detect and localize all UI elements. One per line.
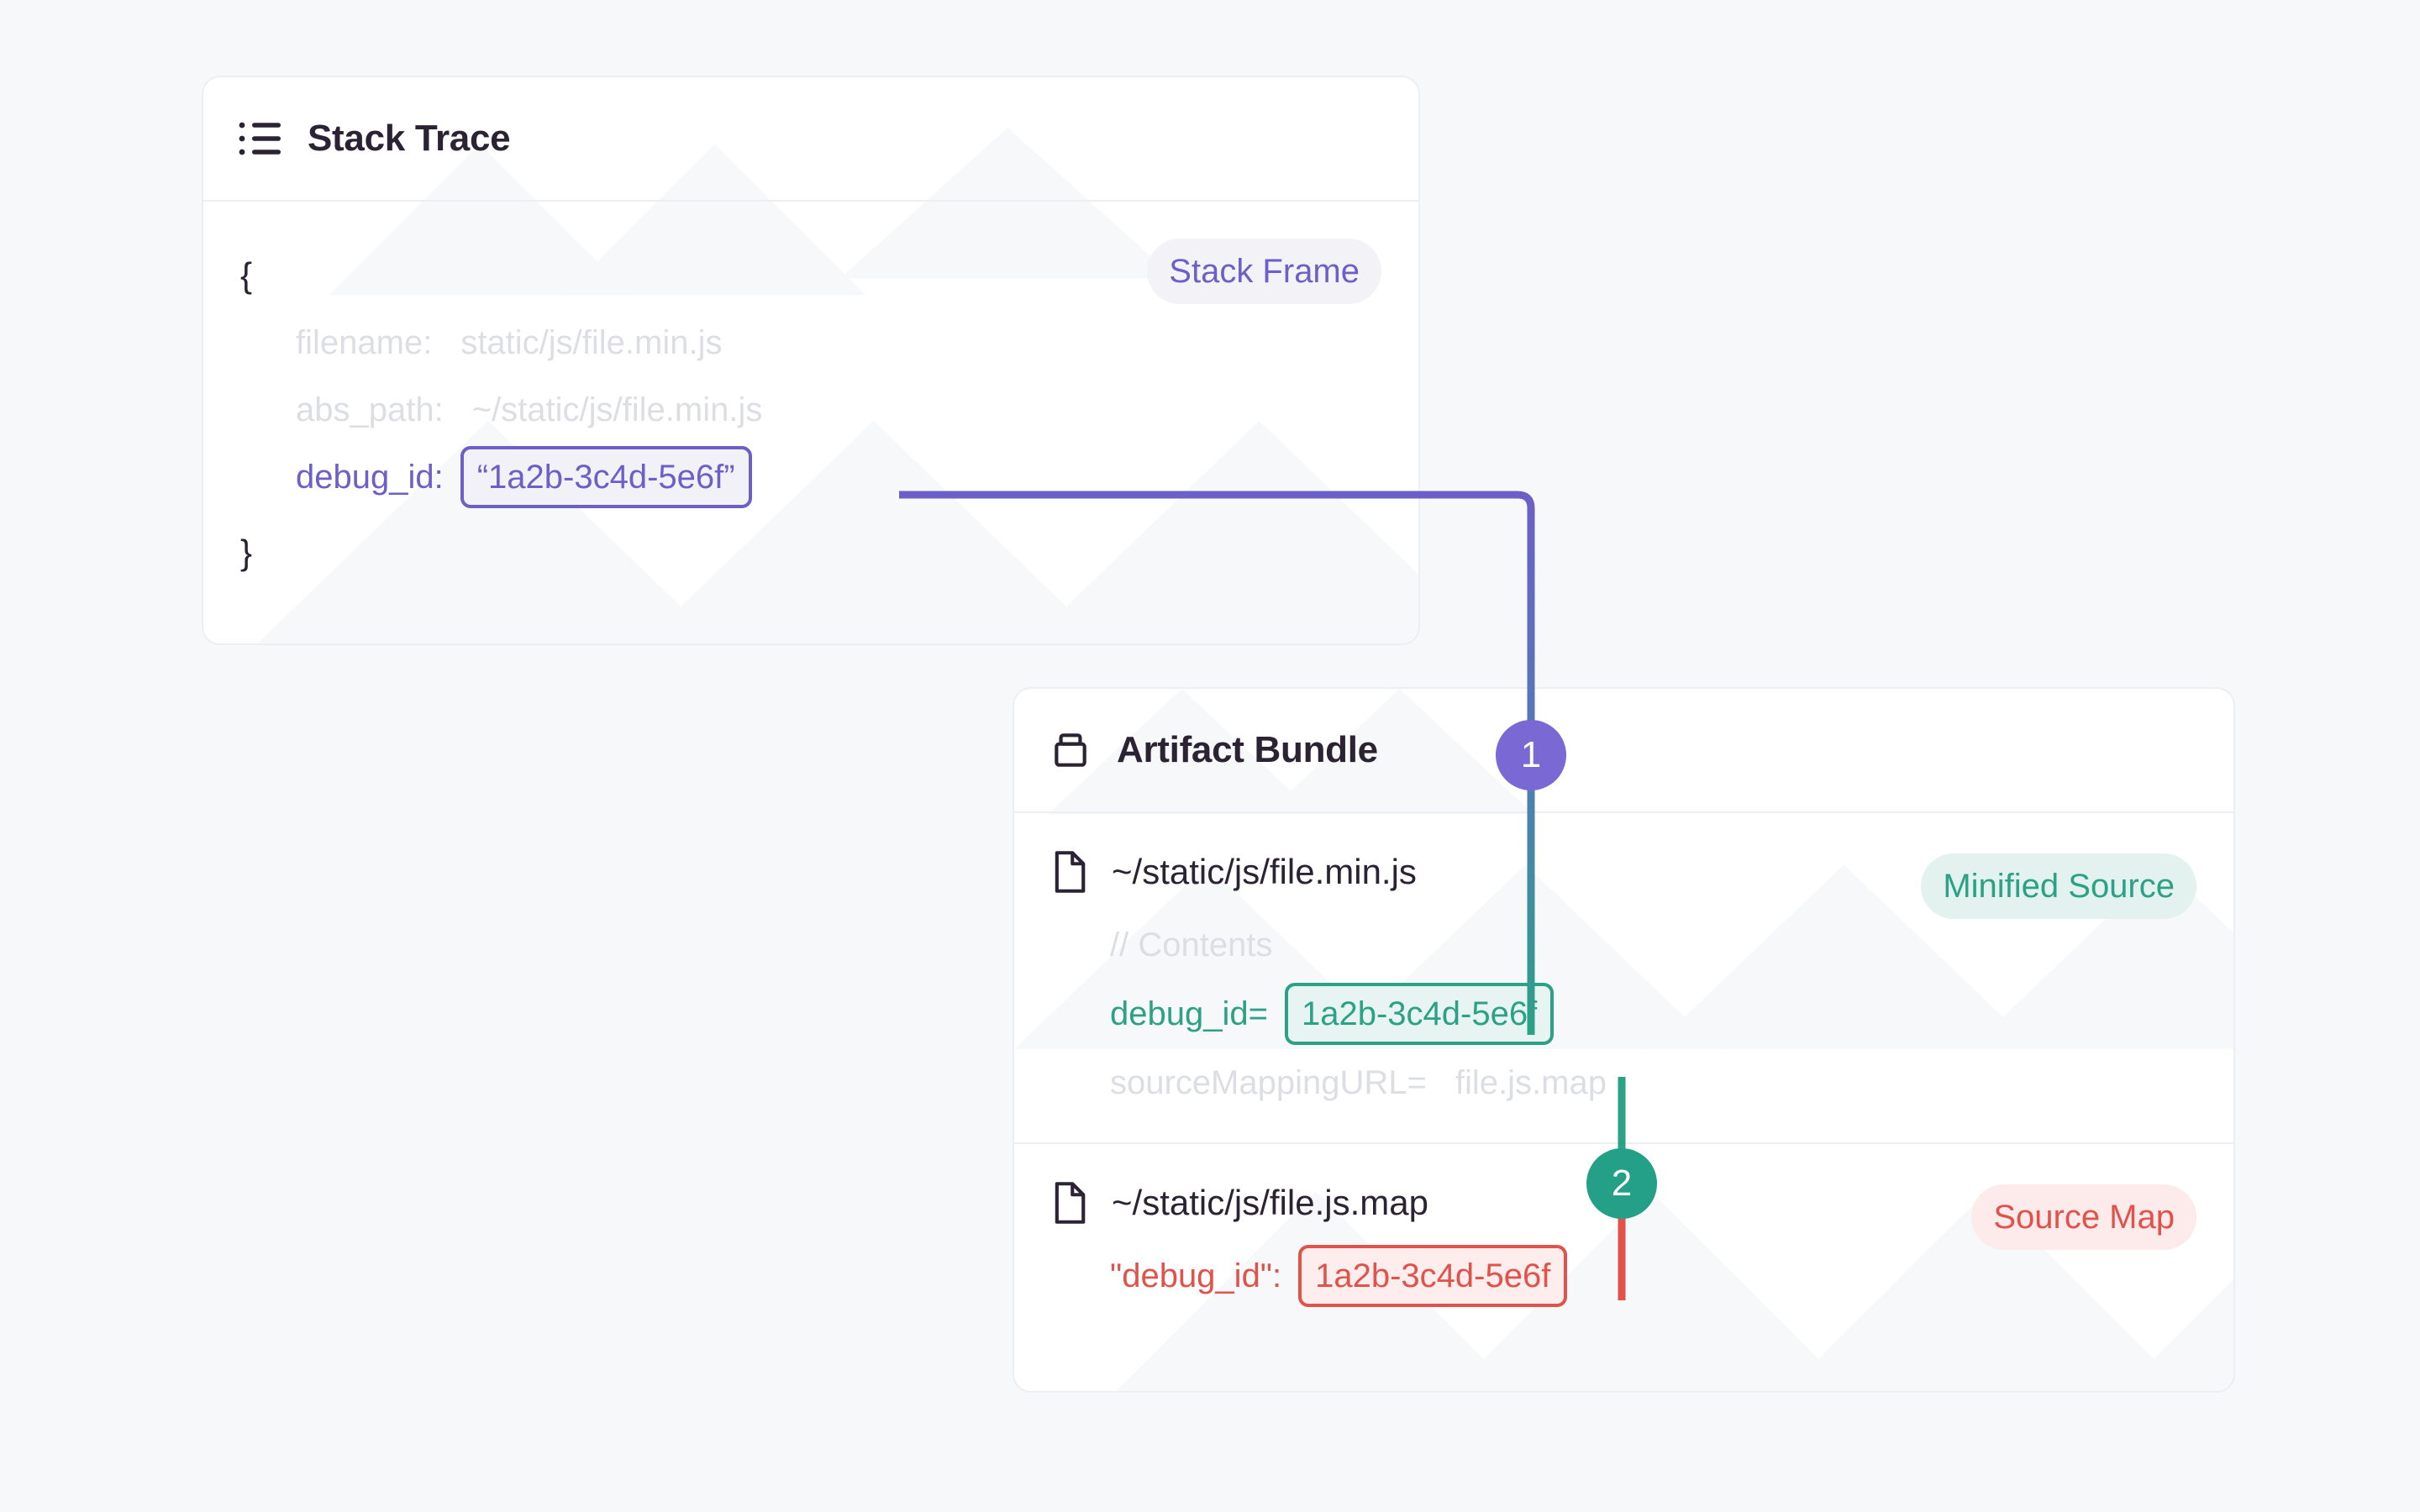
code-row-abs-path: abs_path: ~/static/js/file.min.js <box>240 376 1381 444</box>
source-map-debug-id-key: "debug_id": <box>1110 1257 1282 1294</box>
stack-frame-code: Stack Frame { filename: static/js/file.m… <box>203 202 1418 623</box>
artifact-bundle-title: Artifact Bundle <box>1117 729 1378 770</box>
list-icon <box>239 120 282 157</box>
file-icon <box>1051 850 1088 894</box>
step-badge-1: 1 <box>1496 720 1566 790</box>
source-mapping-url-value: file.js.map <box>1455 1063 1607 1101</box>
artifact-bundle-card: Artifact Bundle Minified Source ~/static… <box>1013 687 2235 1393</box>
abs-path-key: abs_path: <box>296 391 444 428</box>
artifact-bundle-body: Minified Source ~/static/js/file.min.js … <box>1014 813 2233 1336</box>
close-brace: } <box>240 533 253 572</box>
file-icon <box>1051 1181 1088 1225</box>
code-row-filename: filename: static/js/file.min.js <box>240 309 1381 376</box>
step-badge-2: 2 <box>1586 1148 1657 1219</box>
stack-trace-debug-id-value[interactable]: “1a2b-3c4d-5e6f” <box>460 446 752 508</box>
source-map-file-head: ~/static/js/file.js.map <box>1051 1173 2196 1233</box>
stack-trace-body: Stack Frame { filename: static/js/file.m… <box>203 202 1418 623</box>
open-brace: { <box>240 255 253 295</box>
stack-trace-card: Stack Trace Stack Frame { filename: stat… <box>202 76 1420 645</box>
contents-comment-text: // Contents <box>1110 926 1273 963</box>
stack-trace-title: Stack Trace <box>308 118 511 159</box>
source-mapping-url-line: sourceMappingURL= file.js.map <box>1110 1048 2196 1117</box>
code-row-debug-id: debug_id: “1a2b-3c4d-5e6f” <box>240 444 1381 511</box>
list-item-minified-source: Minified Source ~/static/js/file.min.js … <box>1014 813 2233 1142</box>
source-map-lines: "debug_id": 1a2b-3c4d-5e6f <box>1051 1233 2196 1310</box>
filename-key: filename: <box>296 323 433 361</box>
source-map-filename: ~/static/js/file.js.map <box>1112 1183 1428 1222</box>
code-close-brace: } <box>240 519 1381 586</box>
artifact-bundle-header: Artifact Bundle <box>1014 689 2233 813</box>
minified-debug-id-key: debug_id= <box>1110 995 1268 1032</box>
package-icon <box>1050 729 1092 771</box>
abs-path-value: ~/static/js/file.min.js <box>471 391 763 428</box>
debug-id-key: debug_id: <box>296 458 444 496</box>
code-open-brace: { <box>240 242 1381 309</box>
status-badge-stack-frame: Stack Frame <box>1147 239 1381 304</box>
status-badge-source-map: Source Map <box>1971 1184 2196 1250</box>
minified-debug-id-value[interactable]: 1a2b-3c4d-5e6f <box>1284 983 1555 1045</box>
minified-source-filename: ~/static/js/file.min.js <box>1112 852 1417 891</box>
status-badge-minified-source: Minified Source <box>1921 853 2196 919</box>
minified-contents-comment: // Contents <box>1110 911 2196 979</box>
filename-value: static/js/file.min.js <box>460 323 723 361</box>
source-map-debug-id-line: "debug_id": 1a2b-3c4d-5e6f <box>1110 1242 2196 1310</box>
minified-source-lines: // Contents debug_id= 1a2b-3c4d-5e6f sou… <box>1051 902 2196 1117</box>
source-mapping-url-key: sourceMappingURL= <box>1110 1063 1427 1101</box>
stack-trace-header: Stack Trace <box>203 77 1418 202</box>
minified-debug-id-line: debug_id= 1a2b-3c4d-5e6f <box>1110 979 2196 1048</box>
list-item-source-map: Source Map ~/static/js/file.js.map "debu… <box>1014 1142 2233 1336</box>
source-map-debug-id-value[interactable]: 1a2b-3c4d-5e6f <box>1298 1245 1568 1307</box>
